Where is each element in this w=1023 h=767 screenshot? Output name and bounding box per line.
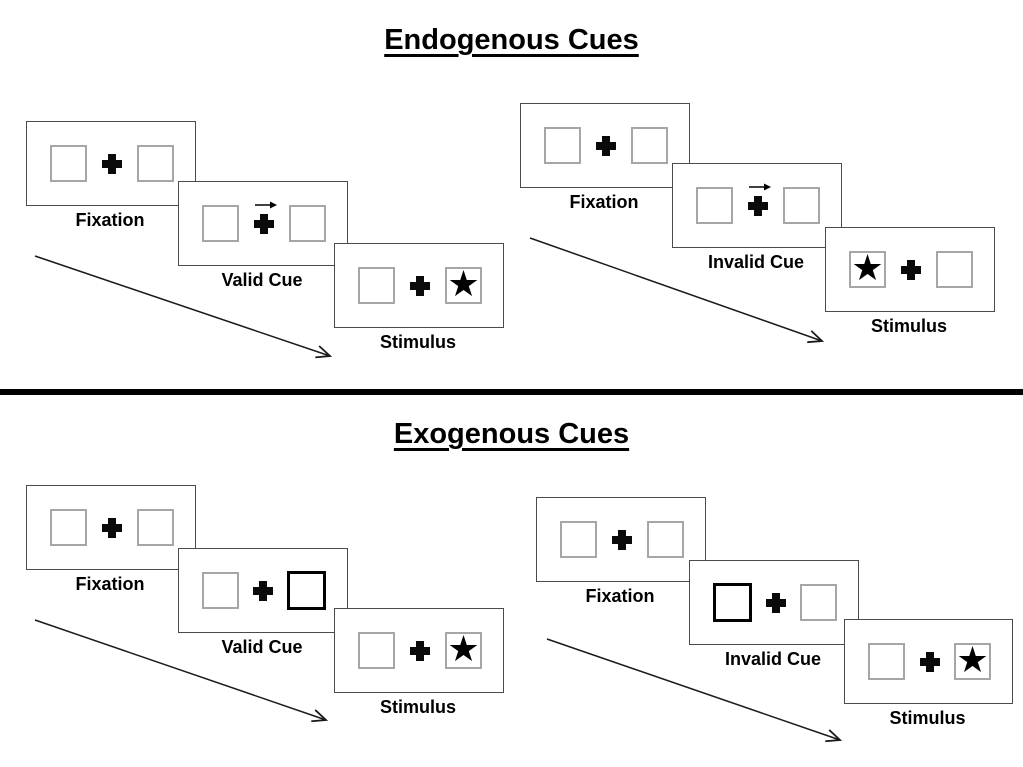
- left-box-highlighted: [713, 583, 752, 622]
- fixation-cross-icon: [748, 195, 768, 216]
- left-box: [358, 632, 395, 669]
- fixation-cross-icon: [410, 275, 430, 296]
- panel-label: Invalid Cue: [707, 252, 805, 272]
- sequence-arrow: [529, 237, 825, 344]
- fixation-cross-icon: [919, 651, 940, 672]
- left-box: [560, 521, 597, 558]
- stimulus-panel: ★ Stimulus: [334, 243, 504, 352]
- cue-direction-arrow-icon: [255, 201, 277, 208]
- left-box: [202, 572, 239, 609]
- right-box: [783, 187, 820, 224]
- invalid-cue-panel: Invalid Cue: [672, 163, 842, 272]
- star-icon: ★: [447, 262, 480, 304]
- star-icon: ★: [447, 627, 480, 669]
- sequence-arrow: [34, 255, 333, 359]
- fixation-panel: Fixation: [26, 121, 196, 230]
- fixation-panel: Fixation: [536, 497, 706, 606]
- valid-cue-panel: Valid Cue: [178, 548, 348, 657]
- left-box: [50, 145, 87, 182]
- panel-label: Valid Cue: [221, 270, 303, 290]
- fixation-cross-icon: [766, 592, 786, 613]
- fixation-cross-icon: [410, 640, 430, 661]
- panel-label: Stimulus: [379, 697, 456, 717]
- panel-label: Stimulus: [889, 708, 966, 728]
- right-box: ★: [445, 262, 482, 304]
- endogenous-title: Endogenous Cues: [384, 24, 639, 56]
- section-divider: [0, 389, 1023, 395]
- exogenous-title: Exogenous Cues: [393, 418, 630, 450]
- fixation-cross-icon: [901, 259, 921, 280]
- panel-label: Fixation: [75, 574, 145, 594]
- fixation-cross-icon: [102, 517, 122, 538]
- right-box: [137, 145, 174, 182]
- star-icon: ★: [956, 638, 989, 680]
- right-box: [647, 521, 684, 558]
- stimulus-panel: ★ Stimulus: [825, 227, 995, 336]
- right-box: [137, 509, 174, 546]
- fixation-panel: Fixation: [26, 485, 196, 594]
- star-icon: ★: [851, 246, 884, 288]
- right-box: [631, 127, 668, 164]
- left-box: [868, 643, 905, 680]
- sequence-arrow: [34, 619, 329, 723]
- left-box: [544, 127, 581, 164]
- left-box: [696, 187, 733, 224]
- panel-label: Valid Cue: [221, 637, 303, 657]
- right-box: ★: [954, 638, 991, 680]
- panel-label: Stimulus: [379, 332, 456, 352]
- panel-label: Stimulus: [870, 316, 947, 336]
- right-box: [936, 251, 973, 288]
- fixation-panel: Fixation: [520, 103, 690, 212]
- panel-label: Fixation: [75, 210, 145, 230]
- fixation-cross-icon: [612, 529, 632, 550]
- fixation-cross-icon: [253, 580, 273, 601]
- fixation-cross-icon: [254, 213, 274, 234]
- right-box: ★: [445, 627, 482, 669]
- invalid-cue-panel: Invalid Cue: [689, 560, 859, 669]
- panel-label: Fixation: [585, 586, 655, 606]
- panel-label: Fixation: [569, 192, 639, 212]
- panel-label: Invalid Cue: [724, 649, 822, 669]
- right-box: [289, 205, 326, 242]
- right-box: [800, 584, 837, 621]
- left-box: ★: [849, 246, 886, 288]
- fixation-cross-icon: [596, 135, 616, 156]
- cue-direction-arrow-icon: [749, 183, 771, 190]
- left-box: [50, 509, 87, 546]
- right-box-highlighted: [287, 571, 326, 610]
- sequence-arrow: [546, 638, 843, 743]
- stimulus-panel: ★ Stimulus: [334, 608, 504, 717]
- left-box: [358, 267, 395, 304]
- stimulus-panel: ★ Stimulus: [844, 619, 1013, 728]
- fixation-cross-icon: [102, 153, 122, 174]
- left-box: [202, 205, 239, 242]
- valid-cue-panel: Valid Cue: [178, 181, 348, 290]
